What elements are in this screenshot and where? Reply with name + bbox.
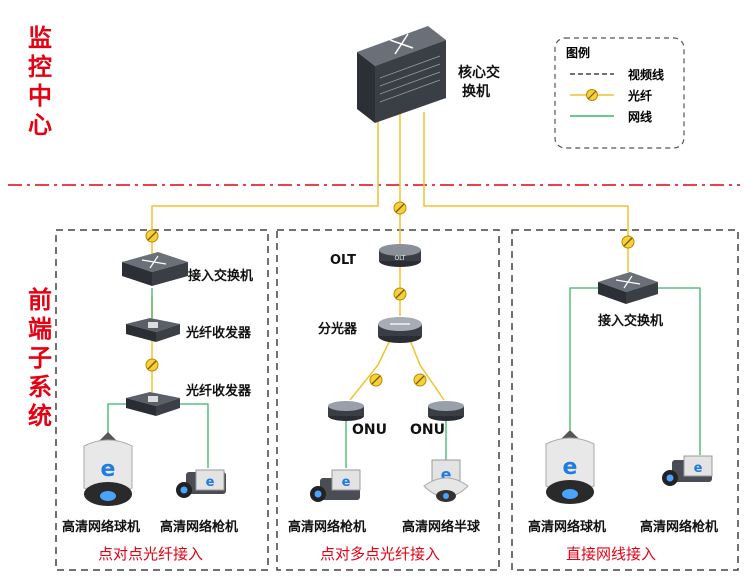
svg-text:e: e (206, 475, 215, 490)
svg-text:e: e (563, 455, 578, 480)
legend-box (554, 37, 685, 149)
onu-icon-1 (328, 401, 364, 421)
monitor-center-label: 监控中心 (28, 24, 52, 139)
half-dome-camera-icon: e (423, 459, 469, 502)
network-lines (107, 287, 701, 468)
splitter-label: 分光器 (318, 322, 358, 337)
core-switch-icon (357, 26, 446, 123)
splitter-icon (378, 317, 422, 343)
legend-video-label: 视频线 (628, 68, 665, 82)
dome-camera-label-2: 高清网络球机 (528, 520, 607, 535)
legend-fiber-icon (586, 89, 598, 101)
svg-text:e: e (101, 457, 116, 482)
section2-caption: 点对多点光纤接入 (320, 545, 441, 563)
svg-text:e: e (441, 465, 452, 484)
onu-icon-2 (428, 401, 464, 421)
dome-camera-label-1: 高清网络球机 (62, 520, 141, 535)
core-switch-label: 核心交 换机 (458, 65, 500, 100)
olt-icon: OLT (379, 244, 421, 267)
dome-camera-icon-2: e (545, 430, 595, 504)
transceiver-label-1: 光纤收发器 (186, 326, 252, 341)
section3-caption: 直接网线接入 (566, 545, 657, 563)
gun-camera-label-1: 高清网络枪机 (160, 520, 239, 535)
olt-label: OLT (330, 253, 357, 268)
legend-title: 图例 (566, 46, 591, 60)
onu-label-2: ONU (410, 422, 445, 438)
gun-camera-label-3: 高清网络枪机 (640, 520, 719, 535)
section1-caption: 点对点光纤接入 (98, 545, 204, 563)
legend-network-label: 网线 (628, 110, 653, 124)
svg-text:OLT: OLT (395, 255, 406, 262)
transceiver-label-2: 光纤收发器 (186, 384, 252, 399)
access-switch-label-2: 接入交换机 (598, 314, 664, 329)
transceiver-icon-2 (126, 392, 180, 416)
dome-camera-icon-1: e (83, 432, 133, 506)
gun-camera-label-2: 高清网络枪机 (288, 520, 367, 535)
access-switch-icon-2 (598, 272, 658, 304)
gun-camera-icon-2: e (310, 469, 361, 502)
fiber-connector-icons (145, 201, 635, 387)
gun-camera-icon-3: e (662, 455, 713, 486)
half-dome-camera-label: 高清网络半球 (402, 520, 481, 535)
section2-box (276, 229, 500, 571)
access-switch-icon-1 (122, 252, 188, 286)
svg-text:e: e (694, 461, 703, 476)
frontend-system-label: 前端子系统 (28, 286, 52, 430)
svg-text:e: e (342, 475, 351, 490)
transceiver-icon-1 (126, 318, 180, 342)
onu-label-1: ONU (352, 422, 387, 438)
section3-box (511, 229, 739, 571)
gun-camera-icon-1: e (176, 469, 226, 498)
access-switch-label-1: 接入交换机 (188, 269, 254, 284)
legend-fiber-label: 光纤 (628, 89, 653, 103)
